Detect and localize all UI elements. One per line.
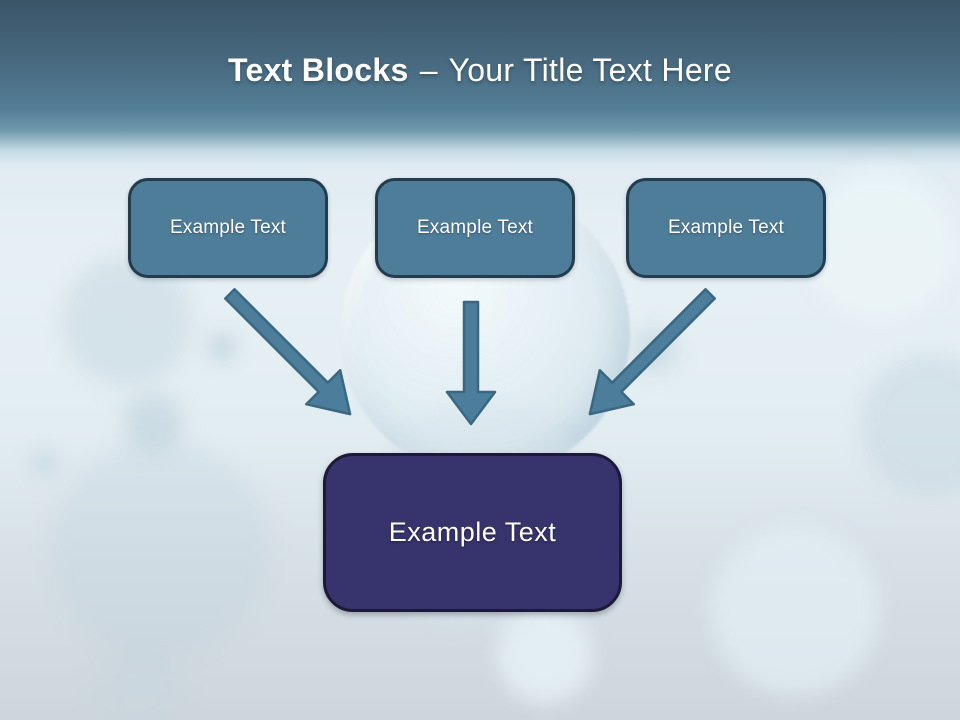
decorative-circle [209,334,235,360]
result-box-label: Example Text [388,517,557,547]
page-title: Text Blocks – Your Title Text Here [0,52,960,89]
text-block-2-label: Example Text [416,217,534,238]
text-block-3-label: Example Text [667,217,785,238]
decorative-circle [50,440,270,660]
decorative-circle [860,355,960,495]
decorative-circle [33,451,57,475]
title-text: Your Title Text Here [448,52,732,88]
decorative-circle [805,170,955,320]
text-block-3: Example Text [626,178,826,278]
text-block-1-label: Example Text [169,217,287,238]
result-box: Example Text [323,453,622,612]
decorative-circle [123,393,183,453]
text-block-1: Example Text [128,178,328,278]
slide-header: Text Blocks – Your Title Text Here [0,0,960,130]
title-emphasis: Text Blocks [228,52,409,88]
decorative-circle [633,328,677,372]
decorative-circle [95,645,185,720]
title-separator: – [419,52,438,88]
decorative-circle [710,525,880,695]
text-block-2: Example Text [375,178,575,278]
